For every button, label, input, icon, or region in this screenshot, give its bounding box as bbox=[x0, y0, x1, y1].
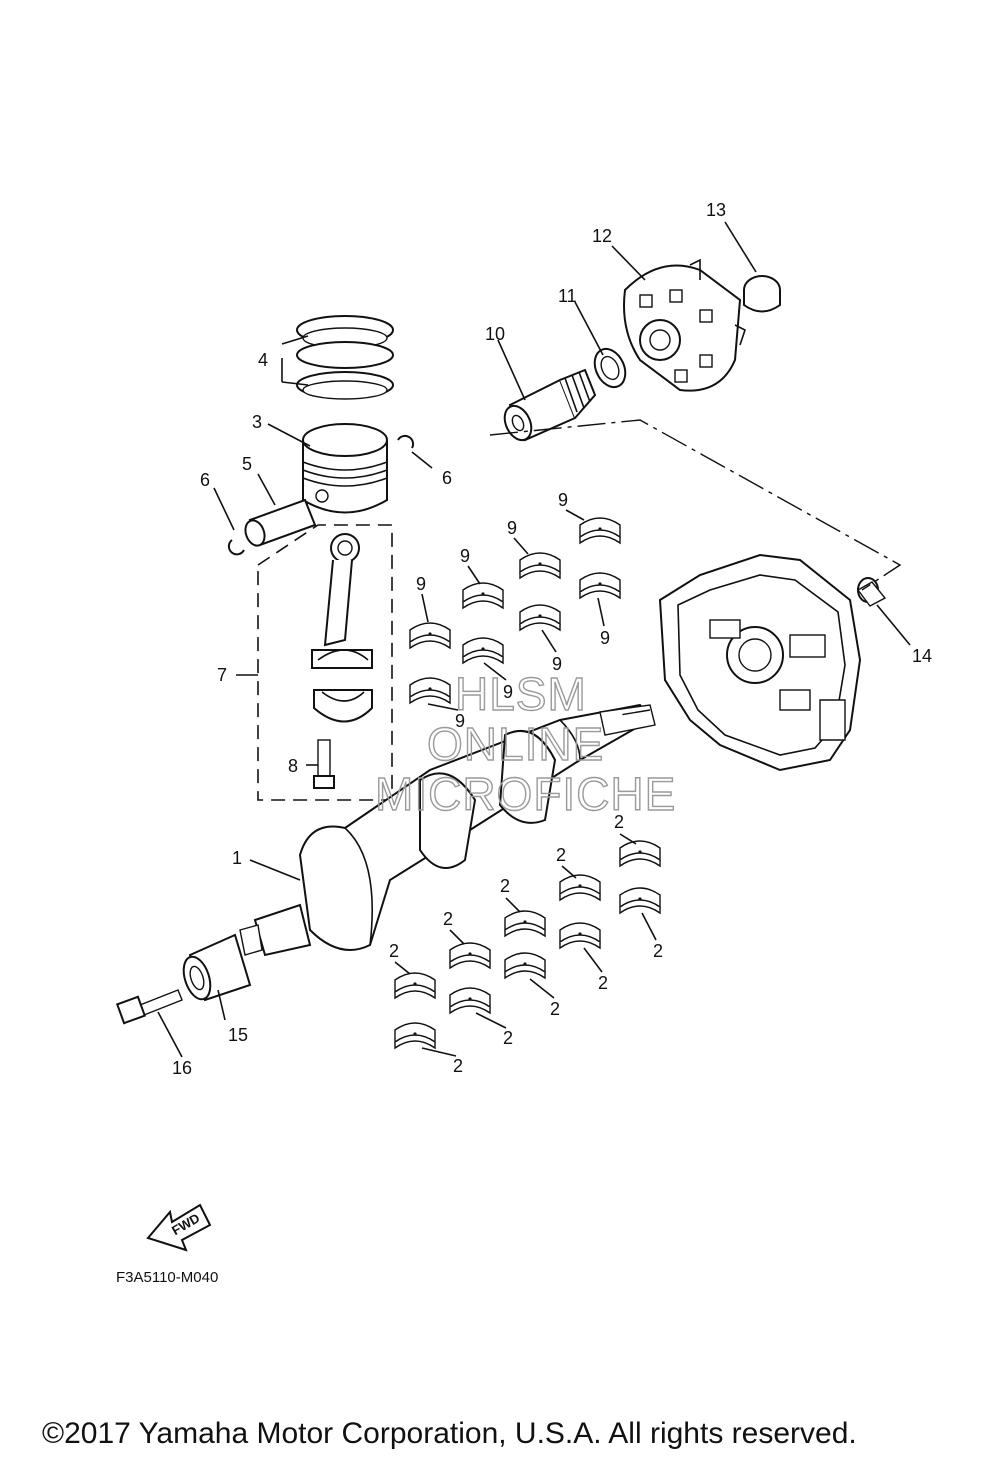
callout-5: 5 bbox=[242, 454, 252, 474]
callout-2: 2 bbox=[453, 1056, 463, 1076]
callout-9: 9 bbox=[600, 628, 610, 648]
crankshaft-gear bbox=[182, 933, 252, 1002]
damper-piece bbox=[856, 577, 887, 607]
callout-9: 9 bbox=[460, 546, 470, 566]
callout-3: 3 bbox=[252, 412, 262, 432]
callout-1: 1 bbox=[232, 848, 242, 868]
callout-2: 2 bbox=[500, 876, 510, 896]
callout-2: 2 bbox=[443, 909, 453, 929]
callout-9: 9 bbox=[552, 654, 562, 674]
lower-bearings bbox=[394, 840, 661, 1049]
callout-9: 9 bbox=[507, 518, 517, 538]
callout-2: 2 bbox=[653, 941, 663, 961]
forward-arrow-icon: FWD bbox=[146, 1203, 212, 1252]
callout-9: 9 bbox=[416, 574, 426, 594]
connecting-rod-cap bbox=[313, 689, 373, 723]
callout-4: 4 bbox=[258, 350, 268, 370]
connecting-rod-assembly-box bbox=[257, 524, 393, 801]
drive-coupler bbox=[623, 258, 746, 392]
watermark: HLSM ONLINE MICROFICHE bbox=[374, 667, 676, 820]
leader-lines bbox=[157, 221, 911, 1058]
crankshaft-bolt bbox=[115, 989, 183, 1025]
piston-rings bbox=[296, 315, 394, 400]
watermark-line3: MICROFICHE bbox=[375, 768, 676, 820]
callout-10: 10 bbox=[485, 324, 505, 344]
callout-2: 2 bbox=[614, 812, 624, 832]
watermark-line1: HLSM bbox=[455, 668, 587, 720]
callout-2: 2 bbox=[503, 1028, 513, 1048]
piston-pin bbox=[244, 498, 317, 547]
callout-9: 9 bbox=[503, 682, 513, 702]
callout-6b: 6 bbox=[442, 468, 452, 488]
callout-2: 2 bbox=[550, 999, 560, 1019]
callout-2: 2 bbox=[389, 941, 399, 961]
bearing-leaders bbox=[394, 509, 657, 1057]
callout-9: 9 bbox=[455, 711, 465, 731]
callout-12: 12 bbox=[592, 226, 612, 246]
copyright-notice: ©2017 Yamaha Motor Corporation, U.S.A. A… bbox=[42, 1417, 857, 1450]
callout-13: 13 bbox=[706, 200, 726, 220]
callout-9: 9 bbox=[558, 490, 568, 510]
callout-2: 2 bbox=[598, 973, 608, 993]
callout-8: 8 bbox=[288, 756, 298, 776]
connecting-rod bbox=[311, 533, 373, 669]
coupler-washer bbox=[593, 347, 627, 389]
damper-cap bbox=[743, 275, 781, 313]
callout-2: 2 bbox=[556, 845, 566, 865]
callout-14: 14 bbox=[912, 646, 932, 666]
crankshaft bbox=[239, 703, 656, 957]
callout-16: 16 bbox=[172, 1058, 192, 1078]
callout-7: 7 bbox=[217, 665, 227, 685]
callout-15: 15 bbox=[228, 1025, 248, 1045]
piston-pin-clips bbox=[227, 434, 415, 556]
callout-11: 11 bbox=[558, 286, 577, 306]
watermark-line2: ONLINE bbox=[427, 718, 604, 770]
crankcase-housing bbox=[658, 553, 862, 772]
callout-6a: 6 bbox=[200, 470, 210, 490]
piston bbox=[302, 423, 388, 514]
callout-labels: 1 4 3 5 6 6 7 8 10 11 12 13 14 15 16 9 9… bbox=[172, 200, 932, 1078]
diagram-code: F3A5110-M040 bbox=[116, 1269, 218, 1286]
connecting-rod-bolt bbox=[313, 739, 335, 789]
